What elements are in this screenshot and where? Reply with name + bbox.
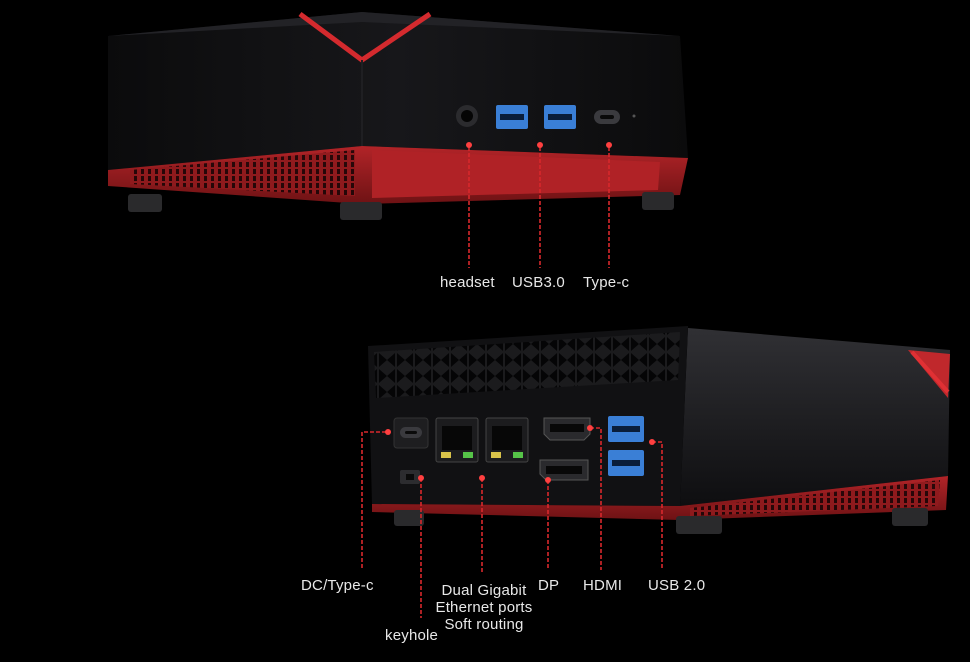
headset-label: headset bbox=[440, 274, 495, 291]
foot bbox=[892, 508, 928, 526]
top-leader-lines bbox=[468, 147, 610, 268]
front-case-body bbox=[108, 12, 688, 170]
ethernet-port bbox=[485, 417, 529, 463]
ethernet-label-line-3: Soft routing bbox=[444, 616, 524, 633]
usb3-label: USB3.0 bbox=[512, 274, 565, 291]
usb2-label: USB 2.0 bbox=[648, 577, 706, 594]
dp-label: DP bbox=[538, 577, 560, 594]
keyhole bbox=[400, 470, 420, 484]
ethernet-label-line-2: Ethernet ports bbox=[435, 599, 533, 616]
hdmi-label: HDMI bbox=[583, 577, 623, 594]
type-c-label: Type-c bbox=[583, 274, 630, 291]
usb3-port bbox=[496, 105, 528, 129]
ethernet-label-line-1: Dual Gigabit bbox=[441, 582, 527, 599]
usb3-port bbox=[544, 105, 576, 129]
foot bbox=[676, 516, 722, 534]
x-pattern-vent bbox=[374, 332, 680, 398]
mini-pc-rear-view bbox=[368, 326, 950, 534]
usb2-port bbox=[608, 450, 644, 476]
dc-type-c-label: DC/Type-c bbox=[301, 577, 374, 594]
dc-type-c-port bbox=[393, 417, 429, 449]
usb2-port bbox=[608, 416, 644, 442]
ethernet-port bbox=[435, 417, 479, 463]
rear-leader-lines bbox=[361, 427, 663, 618]
type-c-port bbox=[594, 110, 620, 124]
mini-pc-front-view bbox=[108, 11, 688, 220]
dp-port bbox=[539, 459, 589, 481]
foot bbox=[128, 194, 162, 212]
foot bbox=[340, 202, 382, 220]
keyhole-label: keyhole bbox=[385, 627, 439, 644]
hdmi-port bbox=[543, 417, 591, 441]
headset-jack bbox=[456, 105, 478, 127]
side-case-body bbox=[680, 328, 950, 506]
foot bbox=[642, 192, 674, 210]
foot bbox=[394, 510, 424, 526]
ethernet-label: Dual Gigabit Ethernet ports Soft routing bbox=[432, 582, 536, 633]
